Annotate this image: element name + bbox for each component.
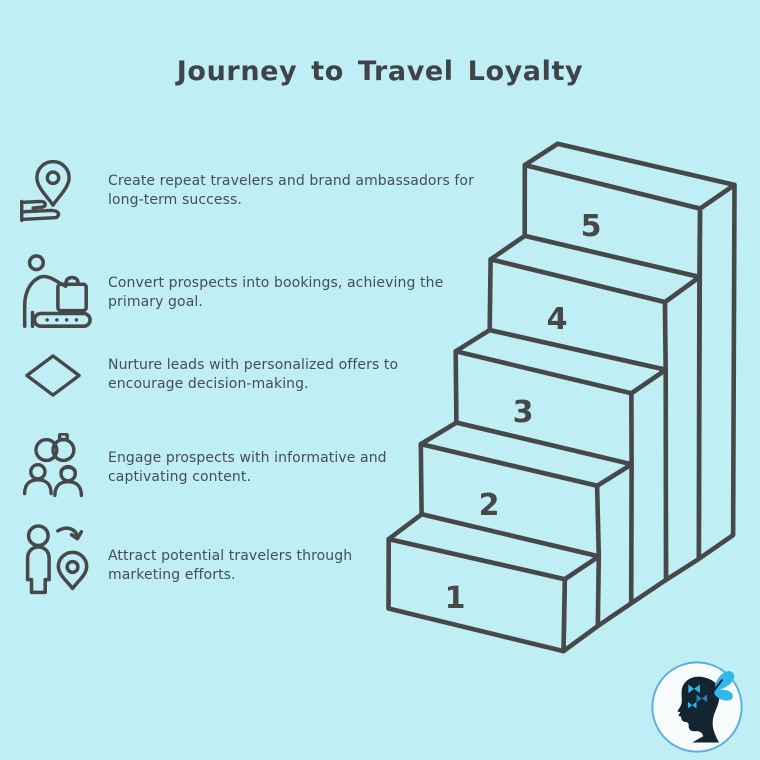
step-description-line2: captivating content.: [108, 469, 252, 485]
traveler-luggage-conveyor-icon: [22, 254, 92, 328]
step-description-line1: Create repeat travelers and brand ambass…: [108, 172, 474, 189]
step-description-line1: Engage prospects with informative and: [108, 449, 387, 466]
stair-step-number: 2: [479, 488, 500, 523]
woman-silhouette: [677, 676, 720, 743]
stair-step-number: 1: [445, 581, 466, 616]
icon-cell: [8, 353, 98, 398]
step-description: Convert prospects into bookings, achievi…: [108, 274, 443, 313]
staircase-illustration: 5 4 3 2 1: [386, 141, 737, 654]
brand-logo: [651, 661, 743, 753]
list-item: Nurture leads with personalized offers t…: [8, 327, 508, 423]
icon-cell: [8, 155, 98, 227]
step-description-line2: primary goal.: [108, 294, 203, 310]
stair-step-number: 4: [547, 302, 568, 337]
stair-step-number: 5: [581, 209, 602, 244]
step-description-line2: encourage decision-making.: [108, 376, 309, 392]
diamond-icon: [25, 353, 81, 397]
list-item: Engage prospects with informative and ca…: [8, 420, 508, 516]
engagement-rings-people-icon: [22, 433, 84, 498]
step-description-line1: Convert prospects into bookings, achievi…: [108, 274, 444, 291]
list-item: Attract potential travelers through mark…: [8, 518, 508, 614]
step-description-line2: marketing efforts.: [108, 567, 236, 583]
list-item: Create repeat travelers and brand ambass…: [8, 143, 508, 239]
step-description: Create repeat travelers and brand ambass…: [108, 172, 474, 211]
page-title: Journey to Travel Loyalty: [176, 56, 584, 87]
icon-cell: [8, 433, 98, 503]
step-description: Nurture leads with personalized offers t…: [108, 356, 398, 395]
step-description: Attract potential travelers through mark…: [108, 547, 352, 586]
icon-cell: [8, 252, 98, 334]
step-description: Engage prospects with informative and ca…: [108, 449, 387, 488]
butterfly-icon: [711, 671, 735, 701]
stair-step-number: 3: [513, 395, 534, 430]
list-item: Convert prospects into bookings, achievi…: [8, 245, 508, 341]
person-arrow-pin-icon: [25, 524, 89, 595]
step-description-line2: long-term success.: [108, 192, 242, 208]
step-description-line1: Attract potential travelers through: [108, 547, 353, 564]
hand-location-pin-icon: [20, 159, 71, 223]
step-description-line1: Nurture leads with personalized offers t…: [108, 356, 399, 373]
icon-cell: [8, 523, 98, 609]
